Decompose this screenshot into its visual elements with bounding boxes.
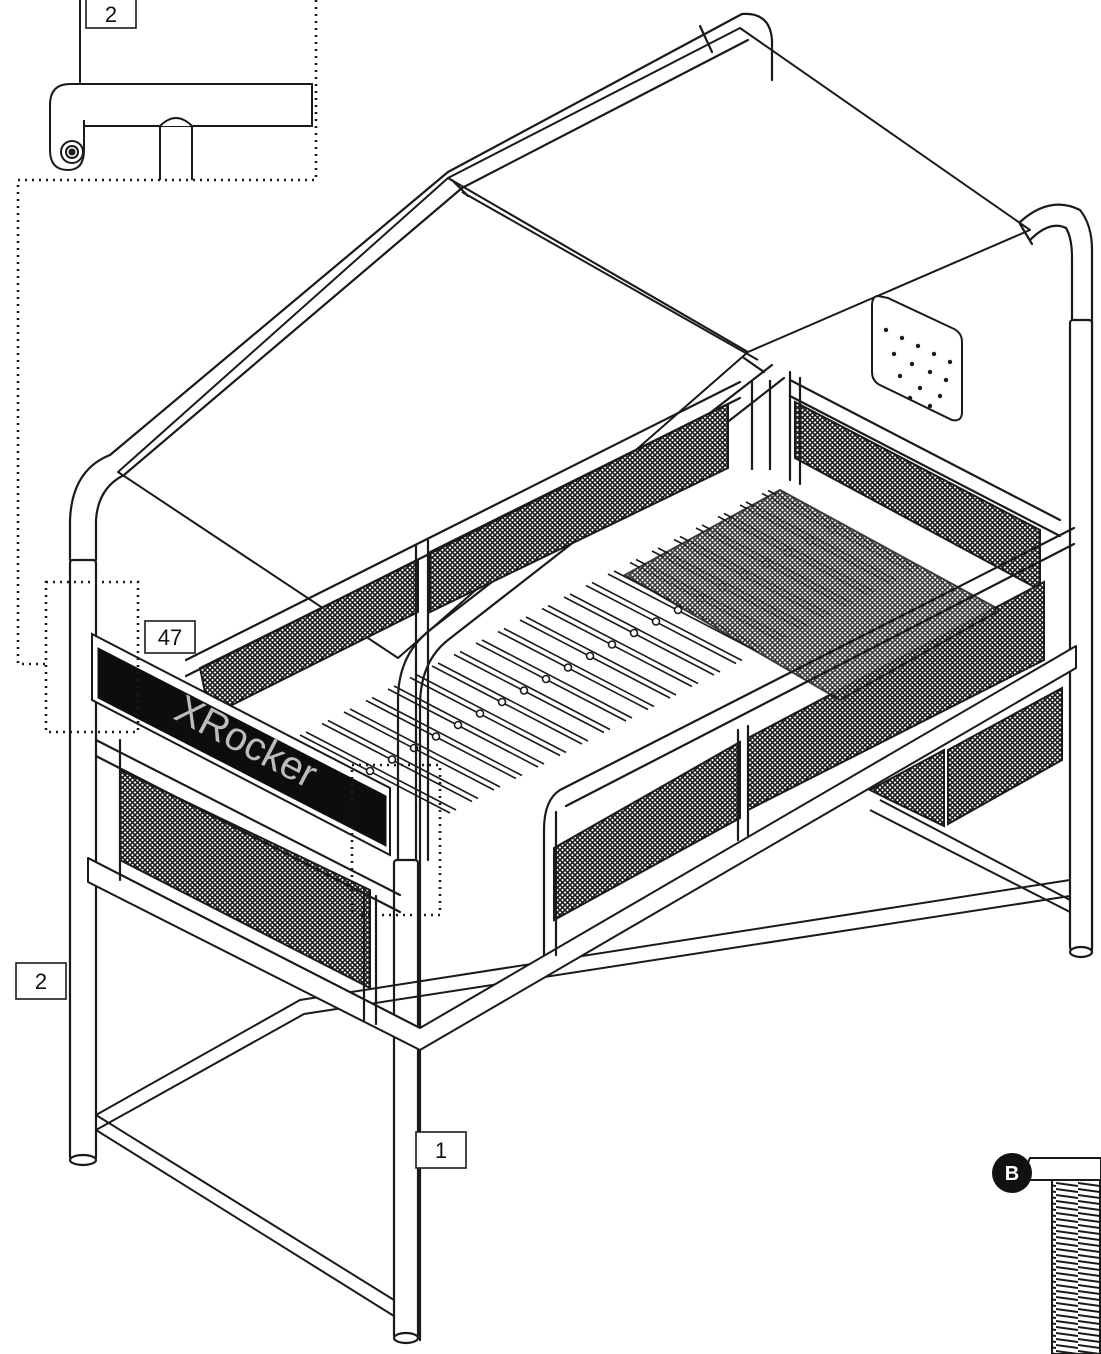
bed-slat bbox=[299, 731, 457, 814]
slat-clip bbox=[629, 628, 639, 638]
slat-clip bbox=[541, 674, 551, 684]
plate-hole bbox=[907, 395, 913, 401]
callout-leg: 1 bbox=[415, 1131, 467, 1169]
svg-text:2: 2 bbox=[35, 969, 47, 994]
guard-rails bbox=[94, 370, 1076, 1026]
plate-hole bbox=[947, 359, 953, 365]
plate-hole bbox=[899, 335, 905, 341]
plate-hole bbox=[927, 369, 933, 375]
bed-slat bbox=[431, 662, 589, 745]
bed-slat bbox=[541, 604, 699, 688]
plate-hole bbox=[883, 327, 889, 333]
bed-slat bbox=[387, 685, 545, 768]
slat-clip bbox=[365, 766, 375, 776]
plate-hole bbox=[909, 361, 915, 367]
svg-text:B: B bbox=[1005, 1163, 1019, 1185]
bed-legs bbox=[68, 318, 1094, 1345]
lower-frame bbox=[95, 799, 1071, 1317]
bed-slat bbox=[365, 696, 523, 780]
plate-hole bbox=[937, 393, 943, 399]
detail-leader-lines bbox=[16, 0, 442, 917]
plate-hole bbox=[891, 351, 897, 357]
bed-slat bbox=[409, 673, 567, 757]
plate-hole bbox=[943, 377, 949, 383]
svg-text:1: 1 bbox=[435, 1138, 447, 1163]
callout-detail: 2 bbox=[85, 0, 137, 29]
bed-slat bbox=[475, 639, 633, 722]
slat-clip bbox=[387, 755, 397, 764]
bed-slat bbox=[585, 581, 743, 665]
svg-text:2: 2 bbox=[105, 2, 117, 27]
callout-headboard: 47 bbox=[144, 620, 196, 654]
slat-clip bbox=[651, 617, 661, 626]
callout-side-part: 2 bbox=[15, 962, 67, 1000]
bolt-detail-inset bbox=[48, 0, 313, 180]
bed-slat bbox=[519, 616, 677, 699]
plate-hole bbox=[917, 385, 923, 391]
bed-slat bbox=[453, 650, 611, 734]
bed-slat bbox=[497, 627, 655, 711]
hardware-bolt bbox=[1026, 1157, 1101, 1354]
slat-clip bbox=[585, 651, 595, 661]
plate-hole bbox=[915, 343, 921, 349]
plate-hole bbox=[897, 373, 903, 379]
slat-clip bbox=[475, 709, 485, 718]
slat-clip bbox=[453, 720, 463, 730]
slat-clip bbox=[431, 732, 441, 741]
slat-clip bbox=[563, 663, 573, 672]
slat-clip bbox=[497, 697, 507, 707]
hardware-badge: B bbox=[992, 1153, 1032, 1193]
mesh-panels bbox=[119, 400, 1063, 990]
plate-hole bbox=[931, 351, 937, 357]
bed-slat bbox=[343, 708, 501, 791]
bed-slat bbox=[321, 719, 479, 803]
slat-clip bbox=[607, 640, 617, 649]
end-plate bbox=[871, 294, 963, 422]
slat-clip bbox=[519, 686, 529, 695]
bed-slat bbox=[563, 593, 721, 676]
canopy-roof bbox=[117, 27, 1031, 659]
end-plate-holes bbox=[883, 327, 953, 409]
plate-hole bbox=[927, 403, 933, 409]
svg-text:47: 47 bbox=[158, 625, 182, 650]
